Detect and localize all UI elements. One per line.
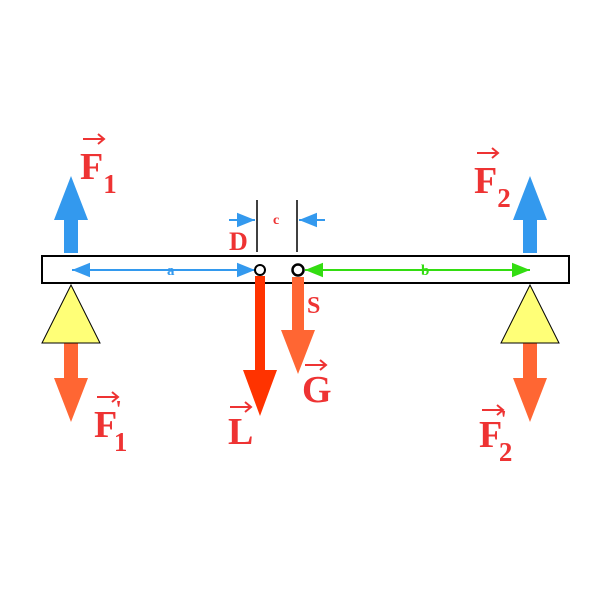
label-load: L [228,411,253,453]
vector-arrow-f2-prime [482,404,505,416]
gravity-arrow [281,277,315,374]
vector-arrow-f1-prime [97,391,120,403]
label-f2: F2 [474,160,511,213]
label-f1: F1 [80,146,117,199]
vector-arrow-f2 [477,147,500,159]
label-dim-c: c [273,213,279,228]
force-f2-arrow [513,176,547,253]
support-left [41,283,101,344]
label-point-s: S [307,293,320,319]
label-dim-b: b [421,263,429,279]
point-d [254,264,266,276]
label-dim-a: a [167,263,175,279]
vector-arrow-f1 [83,133,106,145]
vector-arrow-g [305,359,328,371]
force-f1-prime-arrow [54,343,88,422]
label-f2-prime: F'2 [479,407,512,467]
label-gravity: G [302,369,332,411]
label-point-d: D [229,227,248,256]
vector-arrow-l [230,401,253,413]
support-right [500,283,560,344]
label-f1-prime: F'1 [94,397,127,457]
force-f1-arrow [54,176,88,253]
point-s [291,263,305,277]
force-f2-prime-arrow [513,343,547,422]
load-arrow [243,276,277,416]
